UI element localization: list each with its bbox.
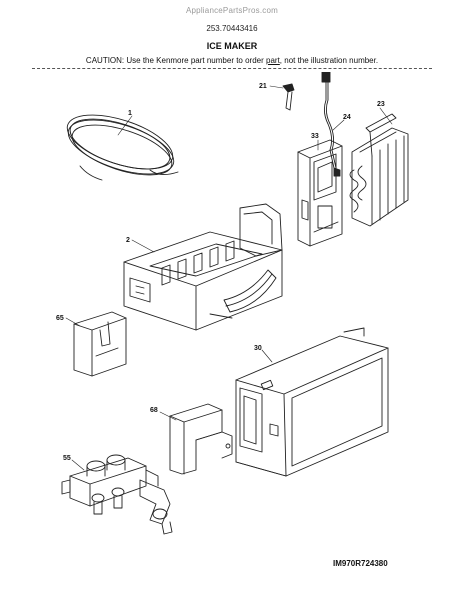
part-65-cover[interactable] — [73, 311, 127, 377]
leader-65 — [65, 317, 81, 327]
callout-1: 1 — [128, 110, 132, 117]
part-24-wire-harness[interactable] — [321, 72, 341, 177]
part-23-heater-coil[interactable] — [349, 113, 409, 227]
callout-30: 30 — [254, 345, 262, 352]
part-1-water-tube[interactable] — [61, 104, 180, 185]
watermark: AppliancePartsPros.com — [186, 6, 278, 15]
caution-part-link[interactable]: part — [266, 56, 280, 65]
leader-30 — [261, 349, 273, 363]
callout-68: 68 — [150, 407, 158, 414]
part-55-water-valve[interactable] — [61, 454, 173, 535]
part-68-shield[interactable] — [169, 403, 233, 475]
diagram-title: ICE MAKER — [206, 41, 258, 51]
callout-33: 33 — [311, 133, 319, 140]
leader-24 — [332, 119, 345, 131]
leader-23 — [379, 107, 393, 125]
leader-2 — [131, 239, 155, 253]
caution-note: CAUTION: Use the Kenmore part number to … — [0, 56, 464, 65]
leader-55 — [71, 459, 85, 471]
model-number: 253.70443416 — [206, 24, 258, 33]
caution-text-end: , not the illustration number. — [279, 56, 379, 65]
leader-68 — [159, 411, 177, 421]
callout-2: 2 — [126, 237, 130, 244]
leader-1 — [117, 115, 133, 136]
part-33-control-module[interactable] — [297, 139, 343, 247]
header-divider — [32, 68, 432, 69]
part-21-clip[interactable] — [282, 83, 295, 111]
diagram-reference-code: IM970R724380 — [333, 559, 388, 568]
callout-24: 24 — [343, 114, 351, 121]
callout-55: 55 — [63, 455, 71, 462]
callout-21: 21 — [259, 83, 267, 90]
part-30-ice-bucket[interactable] — [235, 327, 389, 477]
callout-23: 23 — [377, 101, 385, 108]
part-2-ice-maker-assembly[interactable] — [123, 203, 283, 331]
caution-text-start: CAUTION: Use the Kenmore part number to … — [85, 56, 266, 65]
exploded-parts-diagram: 1 2 21 23 24 30 33 55 65 68 — [56, 72, 409, 535]
callout-65: 65 — [56, 315, 64, 322]
leader-21 — [269, 85, 284, 89]
